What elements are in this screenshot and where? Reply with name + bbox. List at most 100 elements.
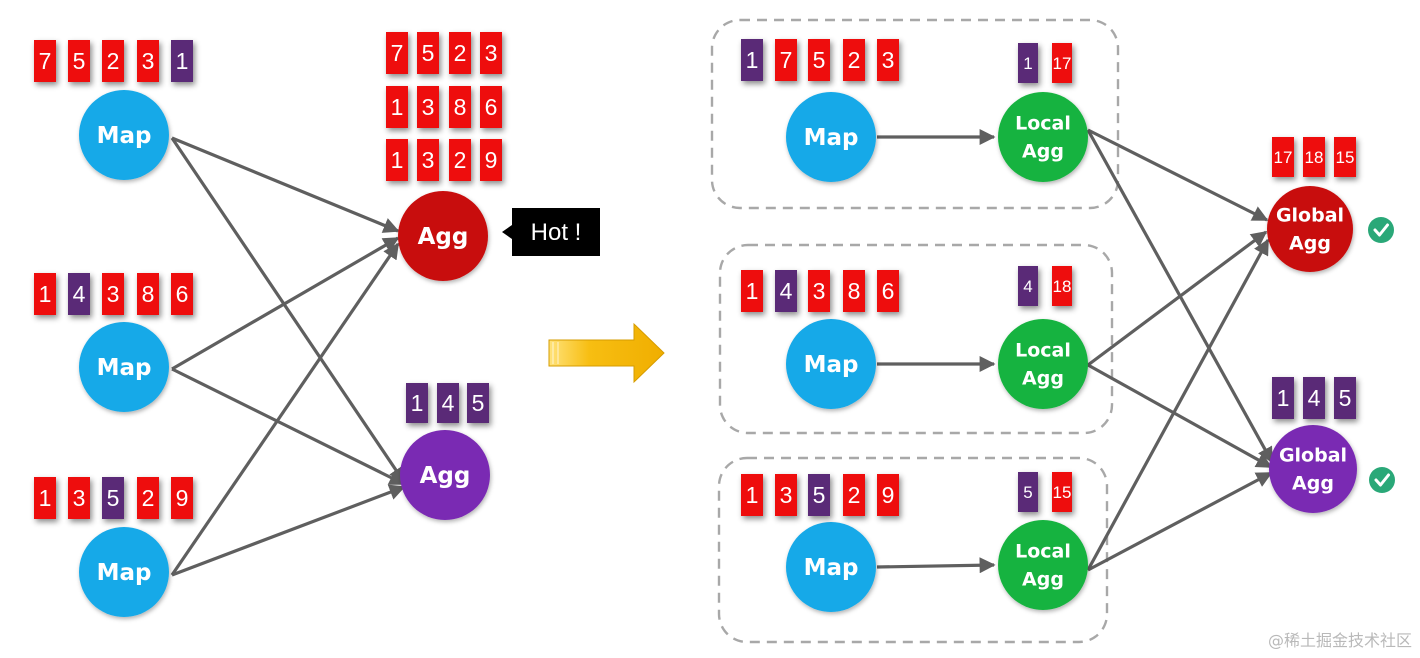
right-map2-tile-value: 2 [848,482,861,508]
local-agg-node-1-label: Agg [1022,368,1064,390]
global-agg-red-node-label: Global [1276,205,1344,227]
left-map1-tile: 3 [102,273,124,315]
right-map0-tile-value: 5 [813,47,826,73]
local-agg2-tile: 5 [1018,472,1038,512]
hot-agg-tile: 2 [449,139,471,181]
right-map2-tile: 3 [775,474,797,516]
nodes: MapMapMapAggAggMapLocalAggMapLocalAggMap… [79,90,1395,617]
global-purple-tile: 4 [1303,377,1325,419]
global-agg-red-node-label: Agg [1289,233,1331,255]
right-map1-tile: 3 [808,270,830,312]
normal-agg-node: Agg [400,430,490,520]
hot-agg-tile: 3 [417,139,439,181]
left-map0-tile-value: 2 [107,48,120,74]
global-red-tile-value: 17 [1274,148,1293,167]
left-map2-tile: 2 [137,477,159,519]
right-map2-tile: 5 [808,474,830,516]
data-flow-arrows [170,128,1274,577]
hot-agg-tile: 8 [449,86,471,128]
hot-agg-tile: 3 [480,32,502,74]
left-map2-tile-value: 9 [176,485,189,511]
hot-agg-tile-value: 8 [454,94,467,120]
left-map0-tile-value: 1 [176,48,189,74]
right-map0-tile-value: 3 [882,47,895,73]
normal-agg-tile-value: 5 [472,390,485,416]
hot-callout-text: Hot ! [531,219,582,246]
right-map0-tile: 5 [808,39,830,81]
local-agg1-tile: 18 [1052,266,1072,306]
arrow-map0-normal [170,137,406,484]
left-map2-tile: 9 [171,477,193,519]
local-group-box-1 [718,243,1114,435]
right-map-node-2-label: Map [804,555,859,581]
right-map0-tile-value: 1 [746,47,759,73]
normal-agg-tile: 1 [406,383,428,423]
local-group-box-2 [717,456,1109,644]
right-map-node-2: Map [786,522,876,612]
local-agg2-tile: 15 [1052,472,1072,512]
right-map2-tile-value: 1 [746,482,759,508]
hot-agg-tile-value: 2 [454,40,467,66]
right-map2-tile: 2 [843,474,865,516]
hot-agg-tile-value: 5 [422,40,435,66]
hot-agg-tile-value: 3 [422,147,435,173]
global-red-tile: 17 [1272,137,1294,177]
local-agg1-tile-value: 4 [1023,277,1032,296]
arrow-map2-hot [170,242,400,576]
global-red-tile-value: 18 [1305,148,1324,167]
global-agg-purple-node-label: Agg [1292,473,1334,495]
left-map2-tile-value: 5 [107,485,120,511]
hot-agg-tile: 7 [386,32,408,74]
global-purple-tile-value: 4 [1308,385,1321,411]
hot-agg-tile-value: 3 [485,40,498,66]
global-red-tile-value: 15 [1336,148,1355,167]
local-agg2-tile-value: 15 [1053,483,1072,502]
local-group-boxes [710,18,1120,644]
left-map0-tile-value: 5 [73,48,86,74]
transform-arrow-icon [548,322,665,384]
local-agg1-tile-value: 18 [1053,277,1072,296]
right-map0-tile: 2 [843,39,865,81]
local-agg-node-2-label: Agg [1022,569,1064,591]
local-agg-node-2-label: Local [1015,541,1071,563]
left-map0-tile-value: 7 [39,48,52,74]
global-red-tile: 15 [1334,137,1356,177]
global-purple-tile: 5 [1334,377,1356,419]
hot-agg-tile-value: 1 [391,147,404,173]
left-map0-tile: 1 [171,40,193,82]
normal-agg-node-label: Agg [420,463,471,489]
left-map0-tile: 2 [102,40,124,82]
left-map1-tile-value: 4 [73,281,86,307]
local-agg0-tile: 17 [1052,43,1072,83]
right-map1-tile-value: 8 [848,278,861,304]
global-agg-purple-node-label: Global [1279,445,1347,467]
left-map0-tile: 5 [68,40,90,82]
right-map1-tile: 8 [843,270,865,312]
hot-callout: Hot ! [502,208,600,256]
arrow-local2-global-red [1086,238,1270,571]
local-agg0-tile-value: 1 [1023,54,1032,73]
left-map1-tile-value: 3 [107,281,120,307]
check-icon [1368,217,1394,243]
right-map0-tile: 3 [877,39,899,81]
arrow-local0-global-red [1087,128,1269,222]
hot-agg-tile-value: 7 [391,40,404,66]
local-agg2-tile-value: 5 [1023,483,1032,502]
right-map1-tile-value: 3 [813,278,826,304]
left-map2-tile-value: 1 [39,485,52,511]
hot-agg-tile: 5 [417,32,439,74]
left-map0-tile-value: 3 [142,48,155,74]
right-map0-tile: 7 [775,39,797,81]
right-map1-tile-value: 1 [746,278,759,304]
hot-agg-tile: 3 [417,86,439,128]
hot-agg-tile-value: 3 [422,94,435,120]
arrow-local1-global-purple [1087,363,1273,469]
local-agg-node-1-label: Local [1015,340,1071,362]
left-map2-tile-value: 2 [142,485,155,511]
arrow-map-to-local-2 [876,557,996,574]
left-map1-tile: 1 [34,273,56,315]
hot-agg-tile: 9 [480,139,502,181]
